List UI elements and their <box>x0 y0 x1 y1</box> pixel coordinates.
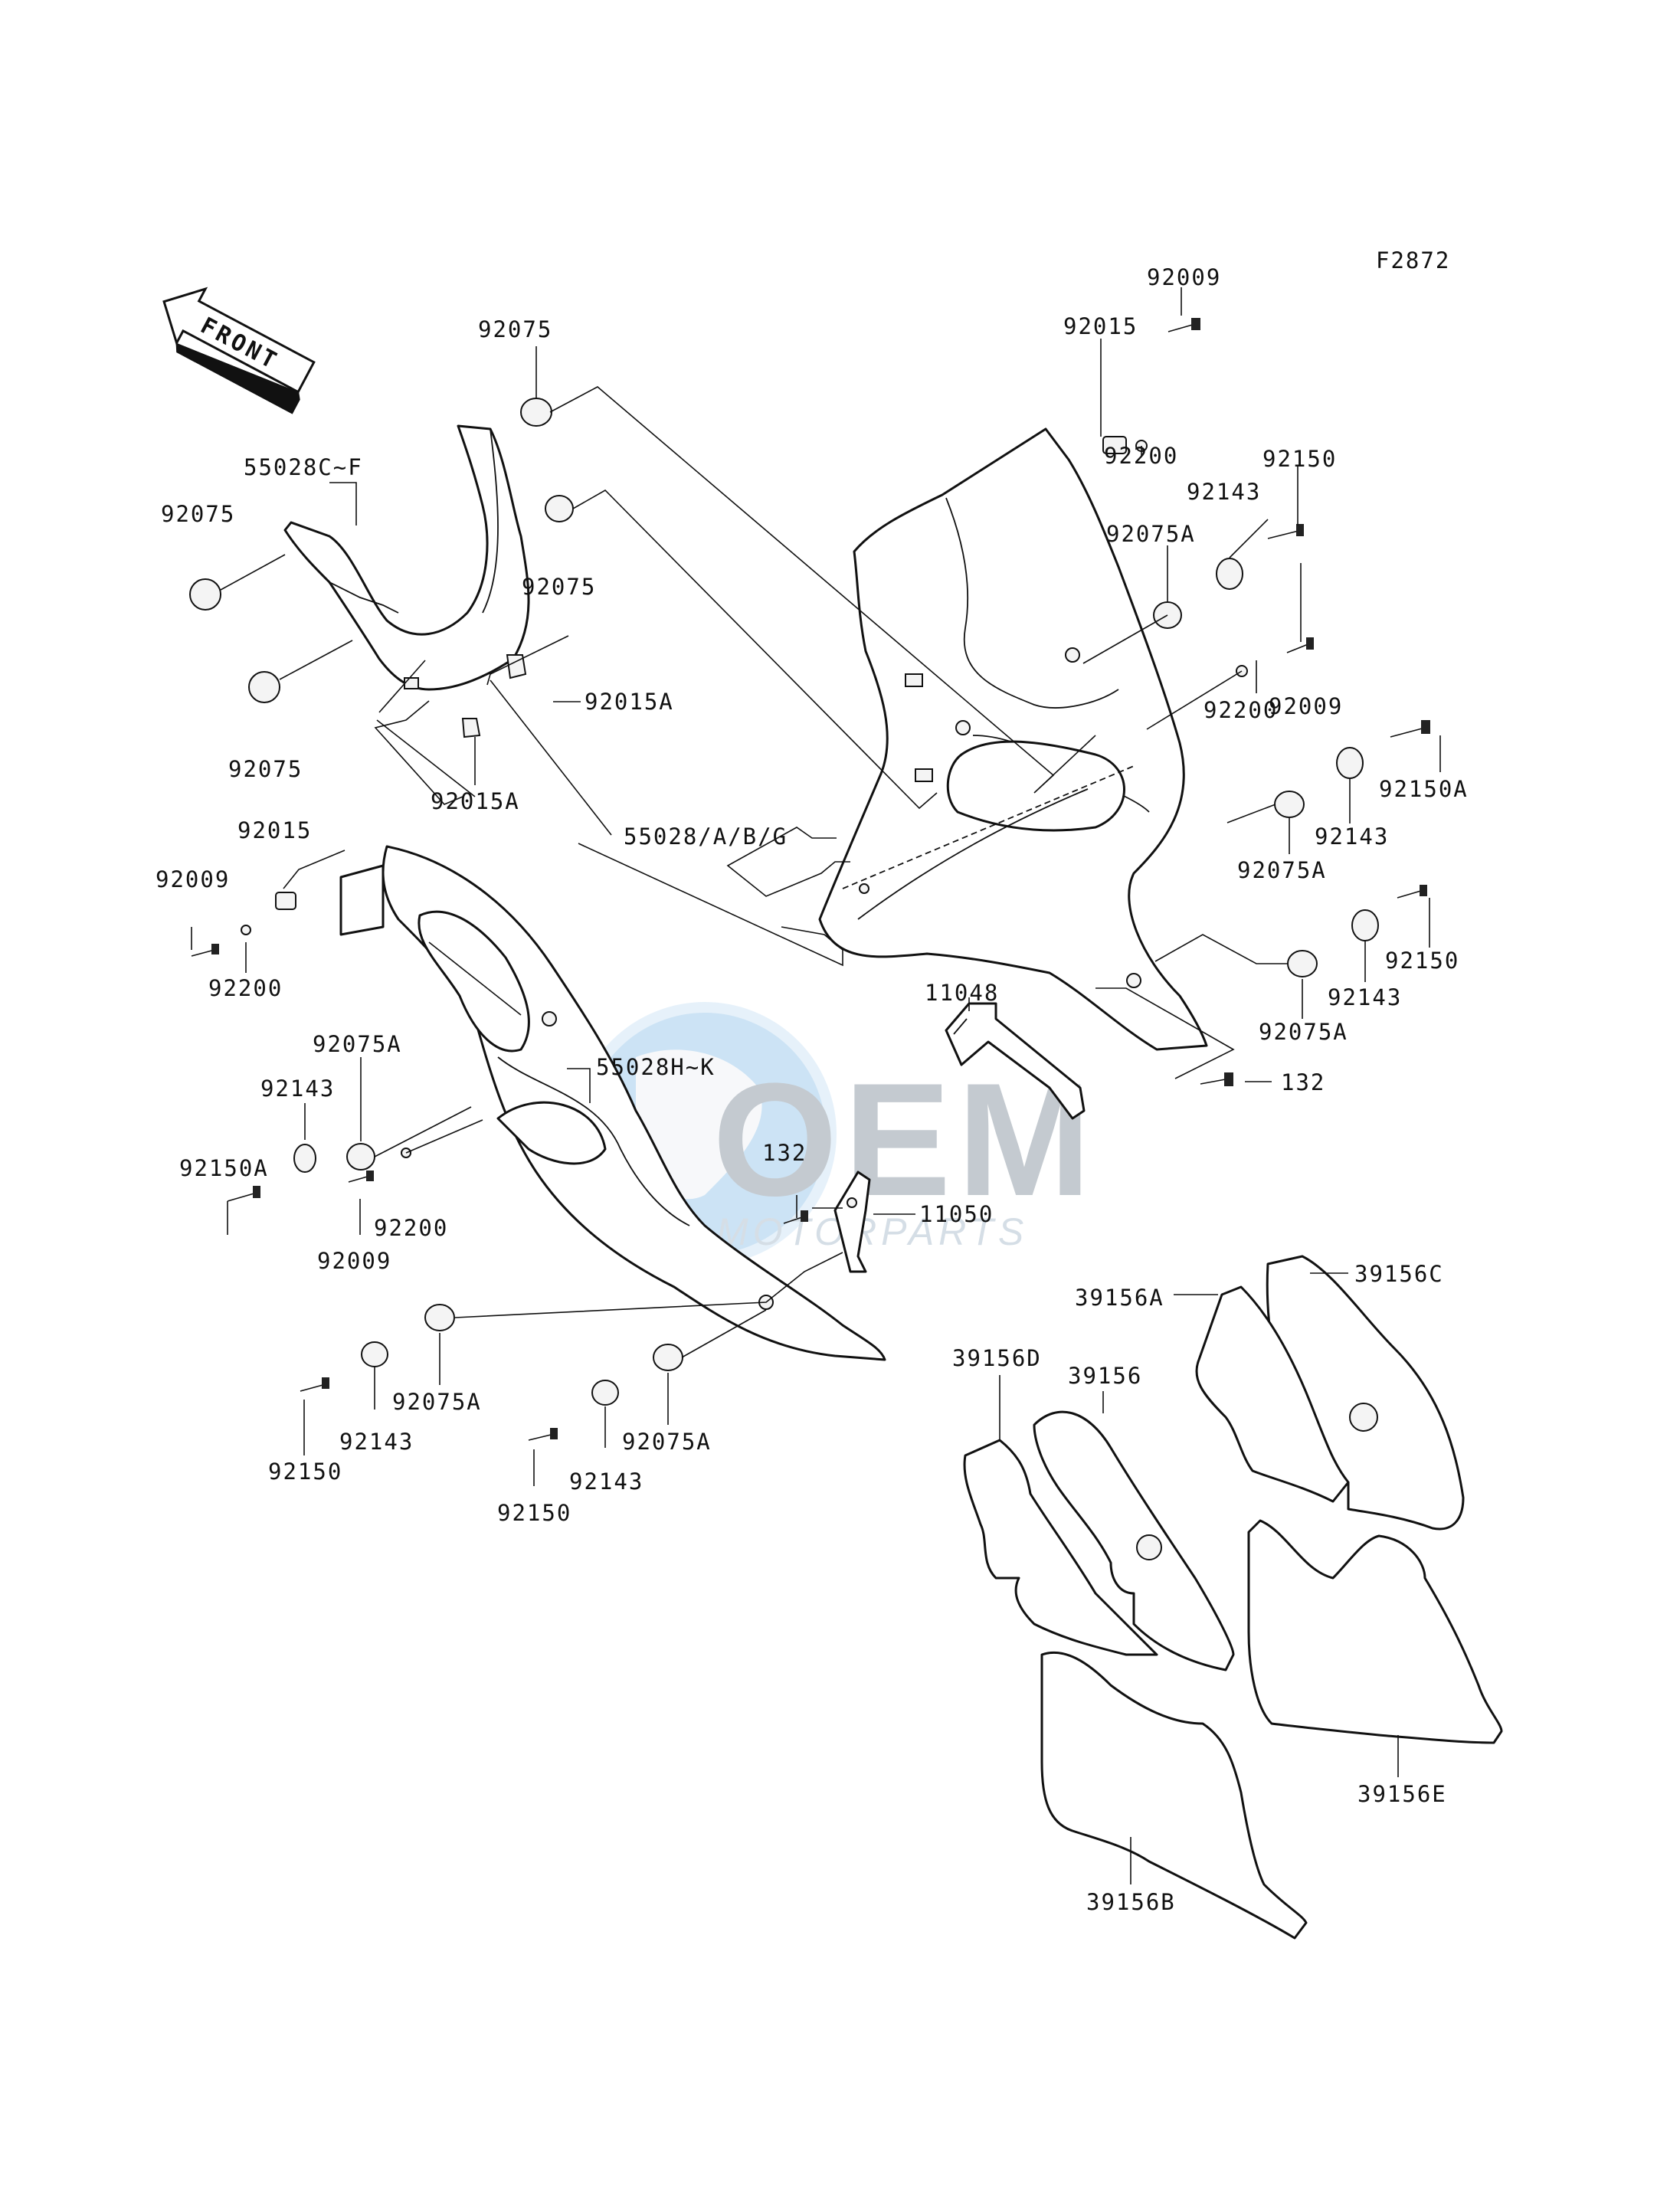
label-92015-l: 92015 <box>237 817 312 843</box>
heat-pad-39156a <box>1195 1285 1350 1503</box>
grommet-92075-top <box>520 398 552 427</box>
main-fairing <box>818 427 1208 1051</box>
label-55028hk: 55028H~K <box>596 1054 716 1080</box>
label-92143-b1: 92143 <box>339 1429 414 1455</box>
label-92009-l2: 92009 <box>317 1248 391 1274</box>
label-92015a-r: 92015A <box>585 689 674 715</box>
watermark-sub: MOTORPARTS <box>716 1210 1028 1253</box>
label-92150-b2: 92150 <box>497 1500 571 1526</box>
label-55028cf: 55028C~F <box>244 454 363 480</box>
label-39156c: 39156C <box>1354 1261 1444 1287</box>
label-92075a-r: 92075A <box>1237 857 1327 883</box>
label-92143-r2: 92143 <box>1328 984 1402 1010</box>
label-39156d: 39156D <box>952 1345 1042 1371</box>
label-92075a-l: 92075A <box>313 1031 402 1057</box>
label-55028abg: 55028/A/B/G <box>624 823 788 850</box>
label-92200-r: 92200 <box>1204 697 1278 723</box>
label-92075a-r2: 92075A <box>1259 1019 1348 1045</box>
label-92075-top: 92075 <box>478 316 552 342</box>
label-92150a-r: 92150A <box>1379 776 1469 802</box>
lower-fairing <box>339 845 886 1361</box>
label-92143-l: 92143 <box>260 1076 335 1102</box>
callout-labels: 92009 92015 92075 55028C~F 92075 92075 9… <box>156 264 1469 1915</box>
label-92009-l: 92009 <box>156 866 230 892</box>
front-arrow-icon: FRONT <box>162 286 316 414</box>
label-92075a-b2: 92075A <box>622 1429 712 1455</box>
label-92200-l: 92200 <box>208 975 283 1001</box>
screw-icon <box>191 318 1430 1441</box>
heat-pad-39156 <box>1033 1410 1235 1671</box>
heat-pad-39156e <box>1247 1519 1503 1744</box>
label-92075-left: 92075 <box>161 501 235 527</box>
label-92075-bot: 92075 <box>228 756 303 782</box>
label-132-c: 132 <box>762 1140 807 1166</box>
label-92009-r: 92009 <box>1269 693 1343 719</box>
label-11048: 11048 <box>925 980 999 1006</box>
label-92150a-l: 92150A <box>179 1155 269 1181</box>
watermark-brand: OEM <box>712 1049 1097 1229</box>
hardware <box>189 318 1430 1441</box>
label-92200-tr: 92200 <box>1104 443 1178 469</box>
label-39156: 39156 <box>1068 1363 1142 1389</box>
label-92143-tr: 92143 <box>1187 479 1261 505</box>
label-92150-tr: 92150 <box>1262 446 1337 472</box>
label-39156e: 39156E <box>1357 1781 1447 1807</box>
label-39156b: 39156B <box>1086 1889 1176 1915</box>
label-92015a-l: 92015A <box>431 788 520 814</box>
bracket-11048 <box>945 1002 1086 1120</box>
label-92143-r: 92143 <box>1315 823 1389 850</box>
label-39156a: 39156A <box>1075 1285 1164 1311</box>
figure-code: F2872 <box>1376 247 1450 273</box>
label-92075a-tr: 92075A <box>1106 521 1196 547</box>
label-92015-tr: 92015 <box>1063 313 1138 339</box>
label-11050: 11050 <box>919 1201 994 1227</box>
leader-lines <box>191 287 1441 1884</box>
heat-pad-39156b <box>1040 1651 1308 1940</box>
label-92075-mid: 92075 <box>522 574 596 600</box>
label-92200-l2: 92200 <box>374 1215 448 1241</box>
bracket-11050 <box>833 1171 871 1273</box>
label-92009-tr: 92009 <box>1147 264 1221 290</box>
heat-pad-39156d <box>963 1439 1158 1656</box>
label-92150-b1: 92150 <box>268 1459 342 1485</box>
label-92150-r2: 92150 <box>1385 948 1459 974</box>
label-92143-b2: 92143 <box>569 1468 644 1495</box>
label-132-r: 132 <box>1281 1069 1325 1095</box>
label-92075a-b1: 92075A <box>392 1389 482 1415</box>
